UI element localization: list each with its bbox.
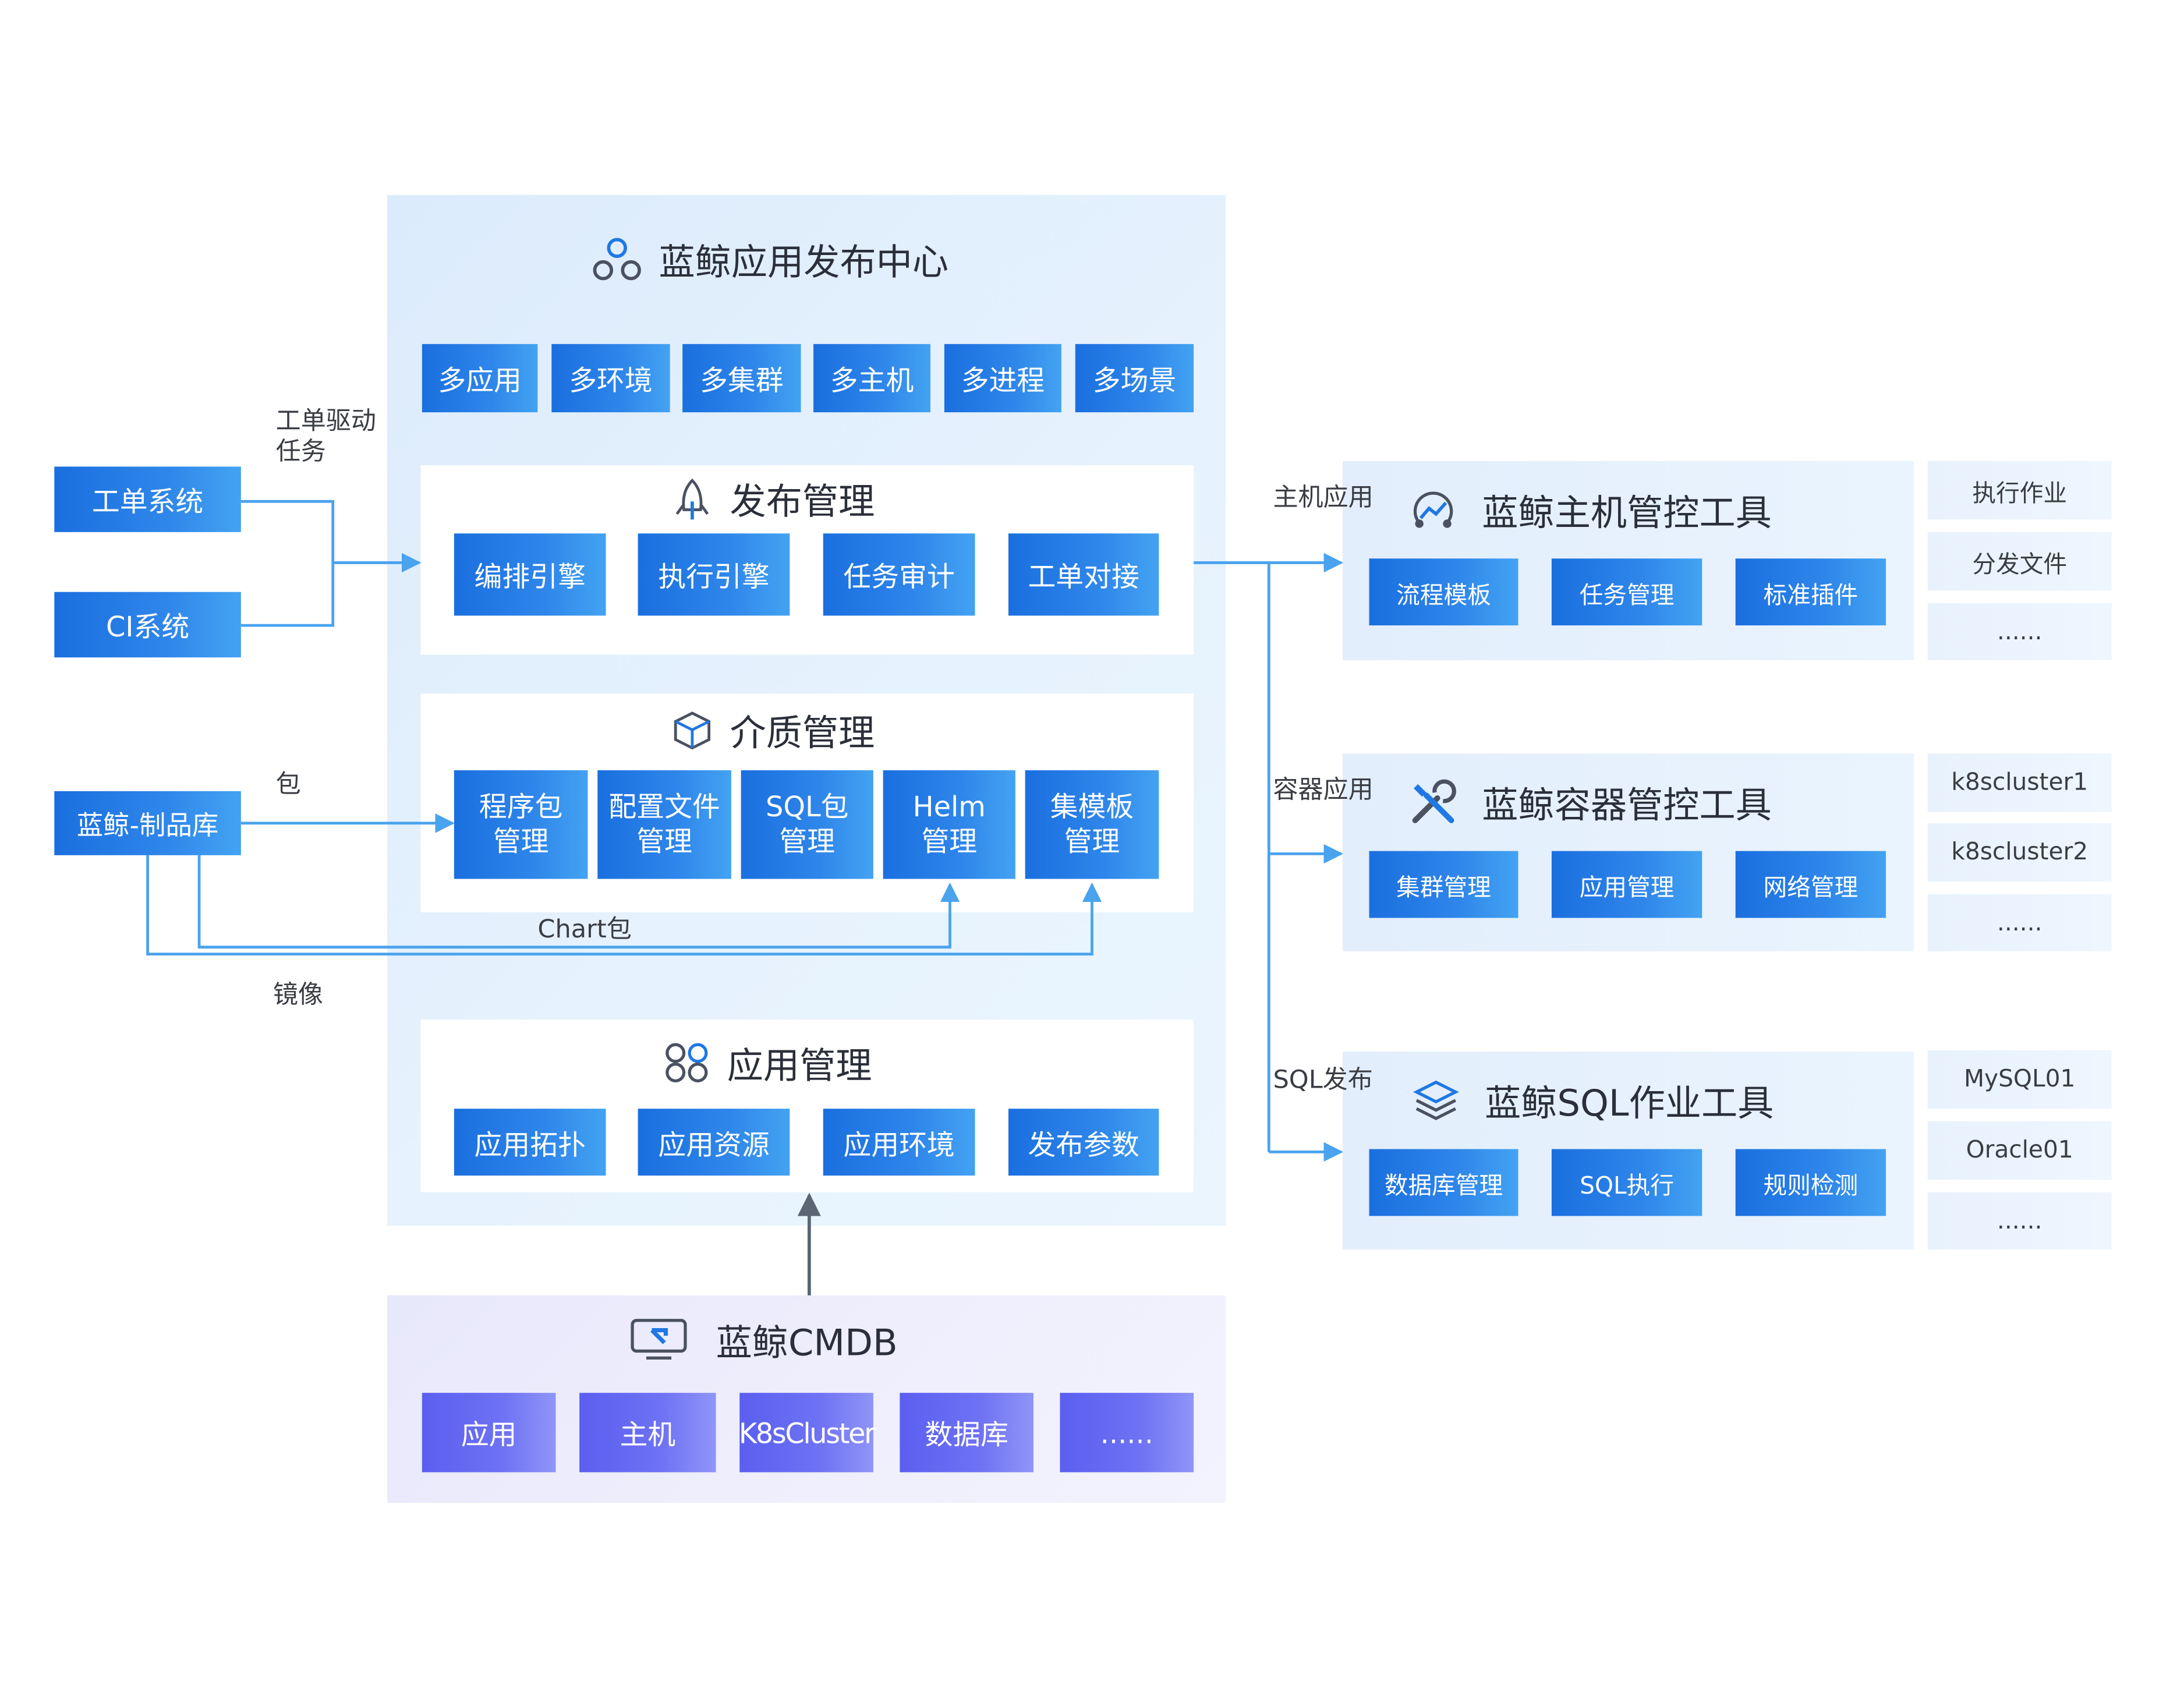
ticket-drive-label-line2: 任务 bbox=[275, 437, 326, 467]
config-file-mgmt-button[interactable]: 配置文件 管理 bbox=[597, 770, 731, 879]
layers-icon bbox=[1413, 1080, 1459, 1120]
wrench-tools-icon bbox=[1412, 779, 1456, 823]
tag-multi-process[interactable]: 多进程 bbox=[944, 344, 1061, 413]
package-mgmt-line2: 管理 bbox=[493, 824, 549, 858]
release-mgmt-title-text: 发布管理 bbox=[730, 481, 875, 523]
network-mgmt-button[interactable]: 网络管理 bbox=[1735, 851, 1886, 918]
media-mgmt-title-text: 介质管理 bbox=[730, 712, 875, 755]
host-tool-title: 蓝鲸主机管控工具 bbox=[1410, 480, 1772, 539]
sql-side-item-oracle01[interactable]: Oracle01 bbox=[1927, 1121, 2112, 1180]
ticket-integration-button[interactable]: 工单对接 bbox=[1008, 533, 1159, 616]
sql-package-mgmt-button[interactable]: SQL包 管理 bbox=[741, 770, 873, 879]
container-route-label: 容器应用 bbox=[1273, 776, 1374, 805]
helm-mgmt-line2: 管理 bbox=[921, 824, 978, 858]
template-mgmt-line1: 集模板 bbox=[1050, 790, 1134, 823]
app-environment-button[interactable]: 应用环境 bbox=[823, 1109, 975, 1176]
config-file-mgmt-line1: 配置文件 bbox=[608, 790, 720, 823]
host-side-item-exec-job[interactable]: 执行作业 bbox=[1927, 461, 2112, 520]
monitor-icon bbox=[631, 1319, 687, 1360]
execution-engine-button[interactable]: 执行引擎 bbox=[638, 533, 790, 616]
host-side-item-distribute-file[interactable]: 分发文件 bbox=[1927, 532, 2112, 591]
container-side-item-cluster1[interactable]: k8scluster1 bbox=[1927, 753, 2112, 812]
task-mgmt-button[interactable]: 任务管理 bbox=[1551, 558, 1702, 626]
package-mgmt-line1: 程序包 bbox=[479, 790, 563, 823]
chart-connector bbox=[197, 855, 960, 949]
container-tool-title-text: 蓝鲸容器管控工具 bbox=[1482, 785, 1772, 827]
host-route-label: 主机应用 bbox=[1273, 483, 1374, 513]
template-mgmt-line2: 管理 bbox=[1064, 824, 1120, 858]
artifact-repo-node[interactable]: 蓝鲸-制品库 bbox=[54, 791, 241, 855]
cluster-mgmt-button[interactable]: 集群管理 bbox=[1369, 851, 1518, 918]
tag-multi-host[interactable]: 多主机 bbox=[813, 344, 930, 413]
sql-route-label: SQL发布 bbox=[1273, 1066, 1373, 1095]
publish-center-title-text: 蓝鲸应用发布中心 bbox=[659, 242, 949, 284]
sql-package-mgmt-line2: 管理 bbox=[779, 824, 836, 858]
task-audit-button[interactable]: 任务审计 bbox=[823, 533, 975, 616]
tag-multi-scene[interactable]: 多场景 bbox=[1075, 344, 1194, 413]
app-mgmt-tool-button[interactable]: 应用管理 bbox=[1551, 851, 1702, 918]
apps-grid-icon bbox=[666, 1043, 708, 1082]
package-label: 包 bbox=[275, 770, 301, 800]
helm-mgmt-line1: Helm bbox=[912, 790, 986, 823]
container-side-item-more[interactable]: ...... bbox=[1927, 894, 2112, 951]
flow-template-button[interactable]: 流程模板 bbox=[1369, 558, 1518, 626]
cmdb-database-button[interactable]: 数据库 bbox=[900, 1393, 1034, 1473]
app-resources-button[interactable]: 应用资源 bbox=[638, 1109, 790, 1176]
tag-multi-app[interactable]: 多应用 bbox=[422, 344, 538, 413]
host-side-item-more[interactable]: ...... bbox=[1927, 603, 2112, 660]
release-params-button[interactable]: 发布参数 bbox=[1008, 1109, 1159, 1176]
image-label: 镜像 bbox=[272, 981, 323, 1010]
cmdb-title-text: 蓝鲸CMDB bbox=[716, 1322, 898, 1365]
cmdb-app-button[interactable]: 应用 bbox=[422, 1393, 556, 1473]
ticket-drive-label: 工单驱动 任务 bbox=[276, 407, 376, 468]
tag-multi-cluster[interactable]: 多集群 bbox=[682, 344, 801, 413]
sql-tool-title: 蓝鲸SQL作业工具 bbox=[1413, 1071, 1774, 1130]
orchestration-engine-button[interactable]: 编排引擎 bbox=[454, 533, 606, 616]
template-mgmt-button[interactable]: 集模板 管理 bbox=[1025, 770, 1159, 879]
host-chart-icon bbox=[1413, 491, 1453, 528]
app-topology-button[interactable]: 应用拓扑 bbox=[454, 1109, 606, 1176]
cmdb-k8scluster-button[interactable]: K8sCluster bbox=[739, 1393, 876, 1473]
sql-side-item-mysql01[interactable]: MySQL01 bbox=[1927, 1050, 2112, 1109]
cmdb-more-button[interactable]: ...... bbox=[1060, 1393, 1194, 1473]
sql-tool-title-text: 蓝鲸SQL作业工具 bbox=[1485, 1082, 1774, 1125]
sql-side-item-more[interactable]: ...... bbox=[1927, 1192, 2112, 1250]
rule-check-button[interactable]: 规则检测 bbox=[1735, 1149, 1886, 1216]
cmdb-title: 蓝鲸CMDB bbox=[629, 1309, 898, 1371]
publish-center-title: 蓝鲸应用发布中心 bbox=[592, 227, 948, 291]
media-mgmt-title: 介质管理 bbox=[671, 702, 875, 758]
database-mgmt-button[interactable]: 数据库管理 bbox=[1369, 1149, 1518, 1216]
container-side-item-cluster2[interactable]: k8scluster2 bbox=[1927, 823, 2112, 882]
cmdb-host-button[interactable]: 主机 bbox=[579, 1393, 716, 1473]
config-file-mgmt-line2: 管理 bbox=[636, 824, 692, 858]
chart-package-label: Chart包 bbox=[537, 915, 632, 944]
sql-package-mgmt-line1: SQL包 bbox=[765, 790, 849, 823]
package-mgmt-button[interactable]: 程序包 管理 bbox=[454, 770, 588, 879]
standard-plugin-button[interactable]: 标准插件 bbox=[1735, 558, 1886, 626]
helm-mgmt-button[interactable]: Helm 管理 bbox=[883, 770, 1015, 879]
tag-multi-env[interactable]: 多环境 bbox=[551, 344, 670, 413]
ticket-system-node[interactable]: 工单系统 bbox=[54, 466, 241, 532]
rocket-icon bbox=[675, 478, 709, 520]
hexagon-cluster-icon bbox=[593, 238, 641, 281]
app-mgmt-title: 应用管理 bbox=[663, 1035, 872, 1091]
ticket-drive-label-line1: 工单驱动 bbox=[275, 406, 376, 436]
host-tool-title-text: 蓝鲸主机管控工具 bbox=[1482, 492, 1772, 535]
app-mgmt-title-text: 应用管理 bbox=[727, 1045, 872, 1088]
ticket-to-release-connector bbox=[240, 500, 335, 627]
sql-execute-button[interactable]: SQL执行 bbox=[1551, 1149, 1702, 1216]
cube-icon bbox=[674, 712, 711, 750]
container-tool-title: 蓝鲸容器管控工具 bbox=[1410, 773, 1772, 831]
ci-system-node[interactable]: CI系统 bbox=[54, 592, 241, 658]
image-connector bbox=[146, 855, 1102, 956]
release-mgmt-title: 发布管理 bbox=[671, 471, 875, 527]
